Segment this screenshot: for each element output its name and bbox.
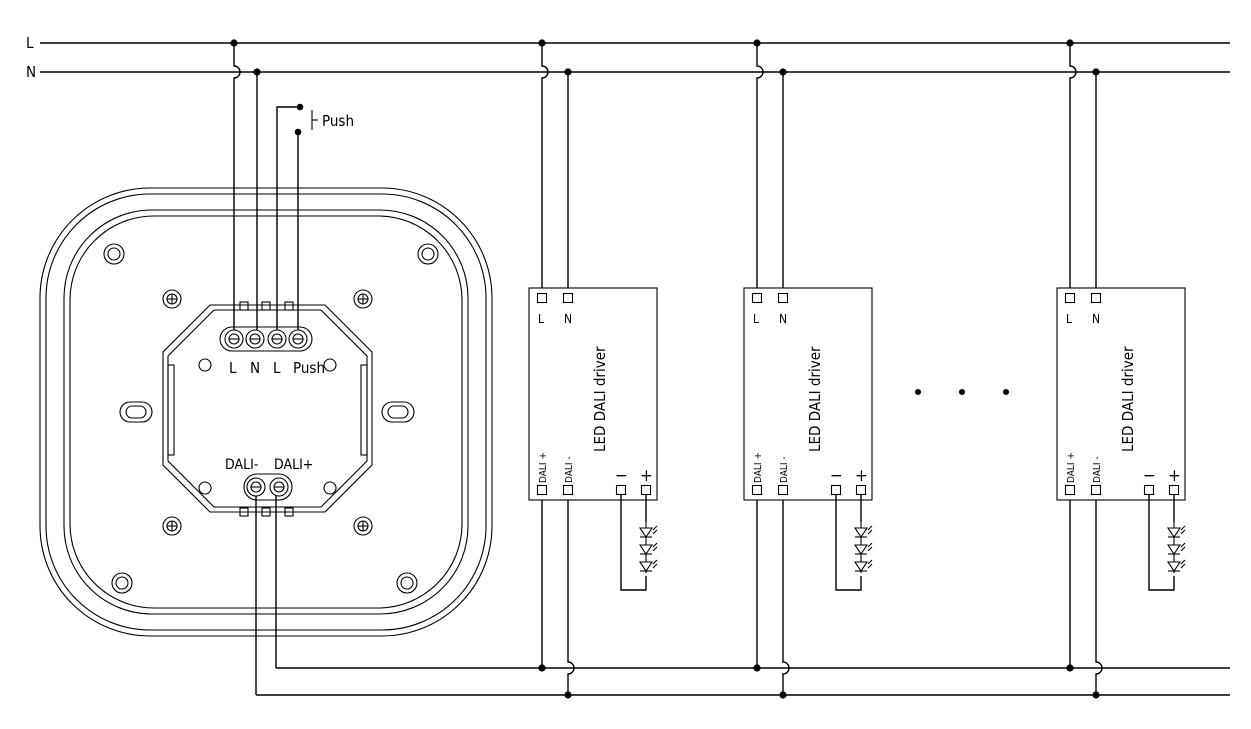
driver-title: LED DALI driver (591, 346, 609, 452)
driver-box (743, 287, 873, 501)
mains-bus: L N (26, 34, 1230, 81)
driver-label-led-plus: + (640, 466, 653, 486)
driver-label-dali-plus: DALI + (1066, 452, 1077, 483)
terminal-label-push: Push (293, 359, 325, 377)
driver-label-dali-minus: DALI - (564, 456, 575, 483)
driver-terminal (1168, 484, 1180, 496)
screw-icon (353, 516, 373, 536)
driver-terminal (536, 292, 548, 304)
driver-terminal (751, 484, 763, 496)
driver-label-led-plus: + (1168, 466, 1181, 486)
screw-icon (162, 516, 182, 536)
driver-label-led-plus: + (855, 466, 868, 486)
line-label: L (26, 34, 34, 52)
driver-terminal (830, 484, 842, 496)
driver-label-led-minus: − (1143, 466, 1156, 486)
driver-dali-minus-wire (1095, 495, 1103, 695)
corner-holes (103, 243, 439, 594)
driver-label-n: N (1092, 312, 1100, 326)
led-minus-wire (620, 495, 647, 591)
driver-label-dali-plus: DALI + (538, 452, 549, 483)
driver-l-wire (541, 43, 549, 293)
controller-outer-frame (39, 187, 493, 637)
driver-label-led-minus: − (615, 466, 628, 486)
screw-icon (162, 289, 182, 309)
terminal-label-dali-minus: DALI- (225, 457, 258, 473)
controller-frame-inner-line (45, 193, 487, 631)
push-feed-wire (276, 106, 300, 330)
driver-terminal (1064, 292, 1076, 304)
driver-terminal (777, 484, 789, 496)
driver-l-wire (756, 43, 764, 293)
led-minus-wire (835, 495, 862, 591)
driver-box (528, 287, 658, 501)
terminal-label-dali-plus: DALI+ (274, 457, 313, 473)
driver-label-n: N (779, 312, 787, 326)
driver-title: LED DALI driver (1119, 346, 1137, 452)
driver-terminal (562, 292, 574, 304)
driver-label-dali-minus: DALI - (1092, 456, 1103, 483)
led-string-icon (1166, 522, 1186, 573)
driver-terminal (615, 484, 627, 496)
driver-label-l: L (753, 312, 759, 326)
controller-l-wire (233, 43, 241, 330)
neutral-label: N (26, 63, 36, 81)
driver-label-led-minus: − (830, 466, 843, 486)
controller: L N L Push DALI- DALI+ (39, 187, 493, 637)
driver-label-n: N (564, 312, 572, 326)
terminal-screw-icons (224, 329, 308, 349)
driver-label-dali-plus: DALI + (753, 452, 764, 483)
driver-terminal (1090, 484, 1102, 496)
driver-terminal (1143, 484, 1155, 496)
dali-bus (256, 667, 1230, 696)
screw-icon (353, 289, 373, 309)
driver-dali-minus-wire (782, 495, 790, 695)
screw-icons (162, 289, 373, 536)
controller-wiring: Push (230, 39, 354, 695)
driver-terminal (562, 484, 574, 496)
driver-label-dali-minus: DALI - (779, 456, 790, 483)
driver-label-l: L (538, 312, 544, 326)
driver-terminal (536, 484, 548, 496)
driver-terminal (751, 292, 763, 304)
driver-terminal (777, 292, 789, 304)
mounting-slots (119, 401, 415, 423)
terminal-label-l2: L (273, 359, 281, 377)
terminal-label-l: L (229, 359, 237, 377)
top-terminal-block (219, 326, 313, 352)
controller-plate (63, 209, 469, 615)
push-label: Push (322, 112, 354, 130)
dali-terminal-block (243, 473, 293, 501)
controller-module (162, 304, 373, 513)
terminal-label-n: N (250, 359, 260, 377)
controller-plate-inner (69, 215, 463, 609)
driver-terminal (1064, 484, 1076, 496)
driver-l-wire (1069, 43, 1077, 293)
driver-box (1056, 287, 1186, 501)
ellipsis-dots-icon (915, 389, 1009, 395)
driver-terminal (855, 484, 867, 496)
driver-terminal (640, 484, 652, 496)
driver-title: LED DALI driver (806, 346, 824, 452)
driver-label-l: L (1066, 312, 1072, 326)
led-string-icon (638, 522, 658, 573)
led-string-icon (853, 522, 873, 573)
driver-terminal (1090, 292, 1102, 304)
driver-dali-minus-wire (567, 495, 575, 695)
led-minus-wire (1148, 495, 1175, 591)
